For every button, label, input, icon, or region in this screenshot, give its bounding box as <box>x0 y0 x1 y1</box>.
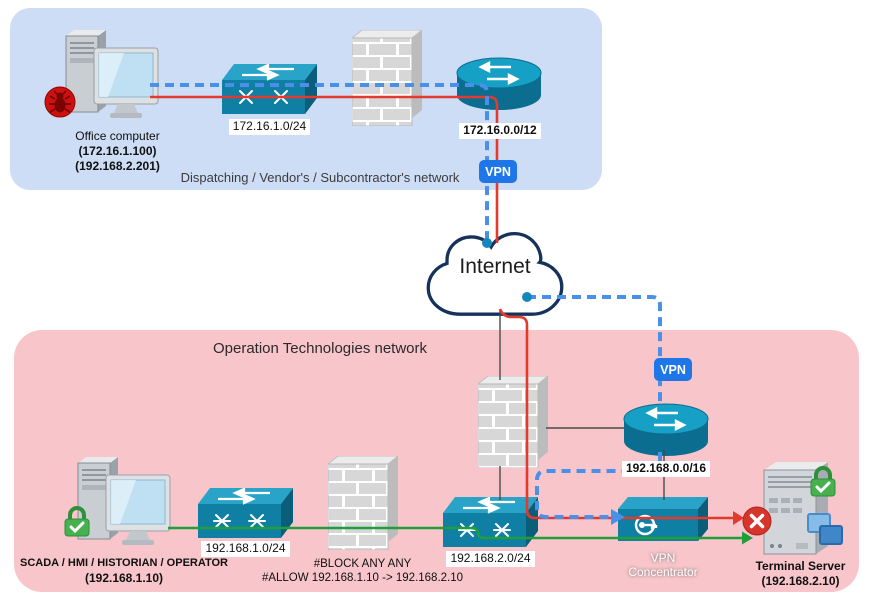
ot-router-icon <box>622 402 710 458</box>
ot-router-label: 192.168.0.0/16 <box>621 461 711 477</box>
scada-secure-lock-icon <box>62 505 92 542</box>
ot-switch1-icon <box>198 487 293 538</box>
vpn-concentrator-label-line2: Concentrator <box>628 565 698 580</box>
terminal-server-name: Terminal Server <box>755 559 846 573</box>
ot-firewall-icon <box>476 375 550 469</box>
it-switch-label: 172.16.1.0/24 <box>228 119 311 135</box>
firewall-rule-allow: #ALLOW 192.168.1.10 -> 192.168.2.10 <box>261 572 464 585</box>
malware-bug-icon <box>44 86 76 123</box>
scada-ip: (192.168.1.10) <box>84 570 164 585</box>
terminal-server-lock-icon <box>808 465 838 502</box>
ot-switch2-label: 192.168.2.0/24 <box>446 551 535 567</box>
terminal-server-icon <box>758 460 834 562</box>
scada-computer-icon <box>70 455 178 555</box>
it-router-label: 172.16.0.0/12 <box>459 123 541 139</box>
ot-firewall2-icon <box>326 455 400 551</box>
it-router-icon <box>455 56 543 112</box>
remote-screens-icon <box>806 512 846 553</box>
scada-name: SCADA / HMI / HISTORIAN / OPERATOR <box>20 557 228 569</box>
it-switch-icon <box>222 63 317 114</box>
terminal-server-ip: (192.168.2.10) <box>761 574 840 588</box>
vpn-badge-it: VPN <box>479 160 517 183</box>
ot-switch2-icon <box>443 496 538 547</box>
office-computer-ip1: (172.16.1.100) <box>78 144 157 158</box>
office-computer-name: Office computer <box>75 129 160 143</box>
vpn-concentrator-icon <box>618 497 708 541</box>
vpn-badge-ot: VPN <box>654 358 692 381</box>
office-computer-ip2: (192.168.2.201) <box>75 159 160 173</box>
vpn-concentrator-label-line1: VPN <box>650 551 676 565</box>
firewall-rule-block: #BLOCK ANY ANY <box>313 558 412 570</box>
ot-network-label: Operation Technologies network <box>212 340 428 357</box>
internet-label: Internet <box>459 255 531 278</box>
it-firewall-icon <box>350 29 424 127</box>
ot-switch1-label: 192.168.1.0/24 <box>201 541 290 557</box>
office-computer-icon <box>58 28 166 128</box>
blocked-icon <box>742 506 772 541</box>
